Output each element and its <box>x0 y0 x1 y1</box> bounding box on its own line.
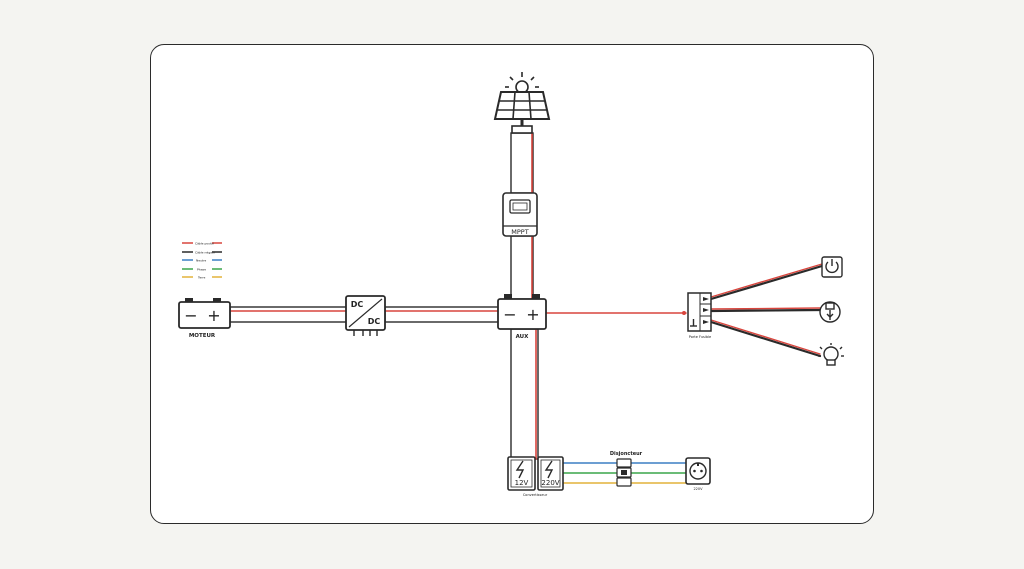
legend-label-earth: Terre <box>197 276 206 280</box>
mppt-label: MPPT <box>511 228 528 236</box>
wire-motor-to-dcdc <box>229 306 351 323</box>
fuse-box-label: Porte Fusible <box>689 335 711 339</box>
legend-label-positive: Câble positif <box>195 242 215 246</box>
solar-panel <box>493 72 551 134</box>
battery-motor-plus: + <box>207 306 220 325</box>
bolt-icon <box>515 460 525 479</box>
fuse-box: Porte Fusible <box>687 292 712 339</box>
sun-icon <box>505 72 539 94</box>
legend-item-phase: Phase <box>182 268 222 272</box>
wire-dcdc-to-aux <box>384 306 501 323</box>
light-bulb-icon <box>818 343 844 366</box>
legend-label-neutral: Neutre <box>196 259 206 263</box>
power-icon <box>821 256 843 278</box>
legend: Câble positif Câble négatif Neutre Phase… <box>182 242 222 280</box>
legend-item-negative: Câble négatif <box>182 251 222 255</box>
battery-aux-minus: − <box>503 305 516 324</box>
inverter-12v-label: 12V <box>515 479 529 487</box>
dcdc-bottom-label: DC <box>368 317 381 326</box>
outlet-label: 220V <box>693 487 703 491</box>
breaker: Disjoncteur <box>610 451 643 487</box>
dcdc-converter: DC DC <box>345 295 386 336</box>
battery-motor-minus: − <box>184 306 197 325</box>
inverter: 12V 220V Convertisseur <box>507 456 564 497</box>
wire-solar-to-mppt <box>510 132 534 194</box>
battery-aux: − + AUX <box>497 294 547 340</box>
battery-aux-label: AUX <box>516 334 530 340</box>
usb-icon <box>819 301 841 323</box>
mppt-controller: MPPT <box>502 192 538 237</box>
legend-label-negative: Câble négatif <box>195 251 216 255</box>
wire-mppt-to-aux <box>510 235 534 300</box>
mppt-display <box>509 199 531 214</box>
dcdc-top-label: DC <box>351 300 364 309</box>
battery-motor: − + MOTEUR <box>178 298 231 339</box>
battery-aux-plus: + <box>526 305 539 324</box>
wire-aux-to-inverter <box>510 328 539 460</box>
battery-motor-label: MOTEUR <box>189 333 216 339</box>
wire-fuse-to-loads <box>709 263 824 358</box>
legend-item-positive: Câble positif <box>182 242 222 246</box>
breaker-label: Disjoncteur <box>610 451 643 457</box>
wire-aux-to-fuse <box>545 311 687 315</box>
inverter-label: Convertisseur <box>523 493 548 497</box>
legend-item-neutral: Neutre <box>182 259 222 263</box>
legend-item-earth: Terre <box>182 276 222 280</box>
inverter-220v-label: 220V <box>541 479 559 487</box>
bolt-icon <box>544 460 554 479</box>
legend-label-phase: Phase <box>197 268 206 272</box>
outlet: 220V <box>685 457 711 491</box>
